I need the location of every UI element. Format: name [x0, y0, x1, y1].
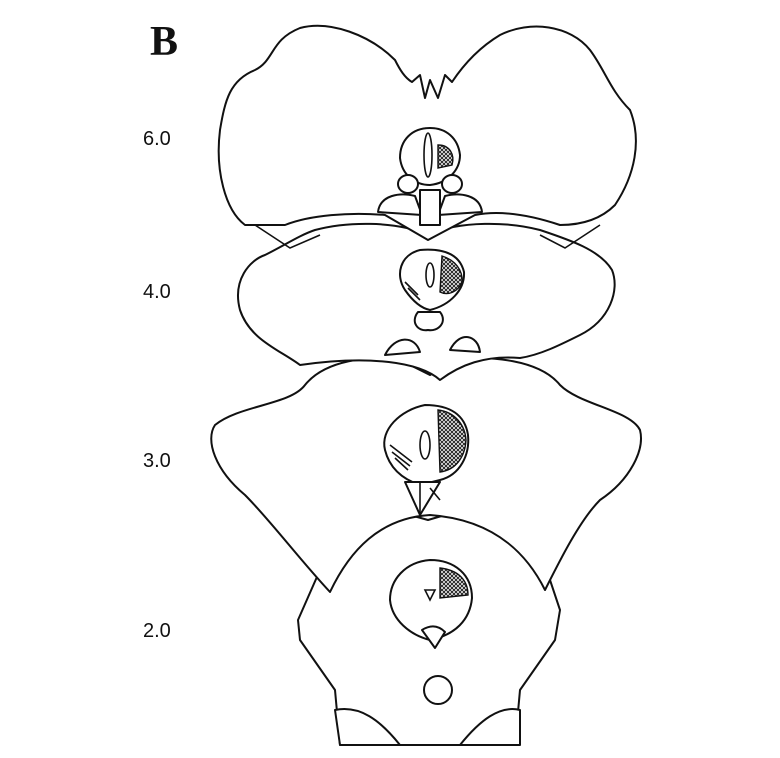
section-level-label: 4.0	[143, 281, 171, 303]
section-level-label: 6.0	[143, 128, 171, 150]
brain-section-2	[297, 514, 561, 746]
brain-section-6	[217, 24, 637, 249]
section-level-label: 3.0	[143, 450, 171, 472]
brain-section-4	[237, 222, 616, 381]
panel-label: B	[150, 19, 179, 65]
section-level-label: 2.0	[143, 620, 171, 642]
brain-section-3	[210, 357, 642, 593]
